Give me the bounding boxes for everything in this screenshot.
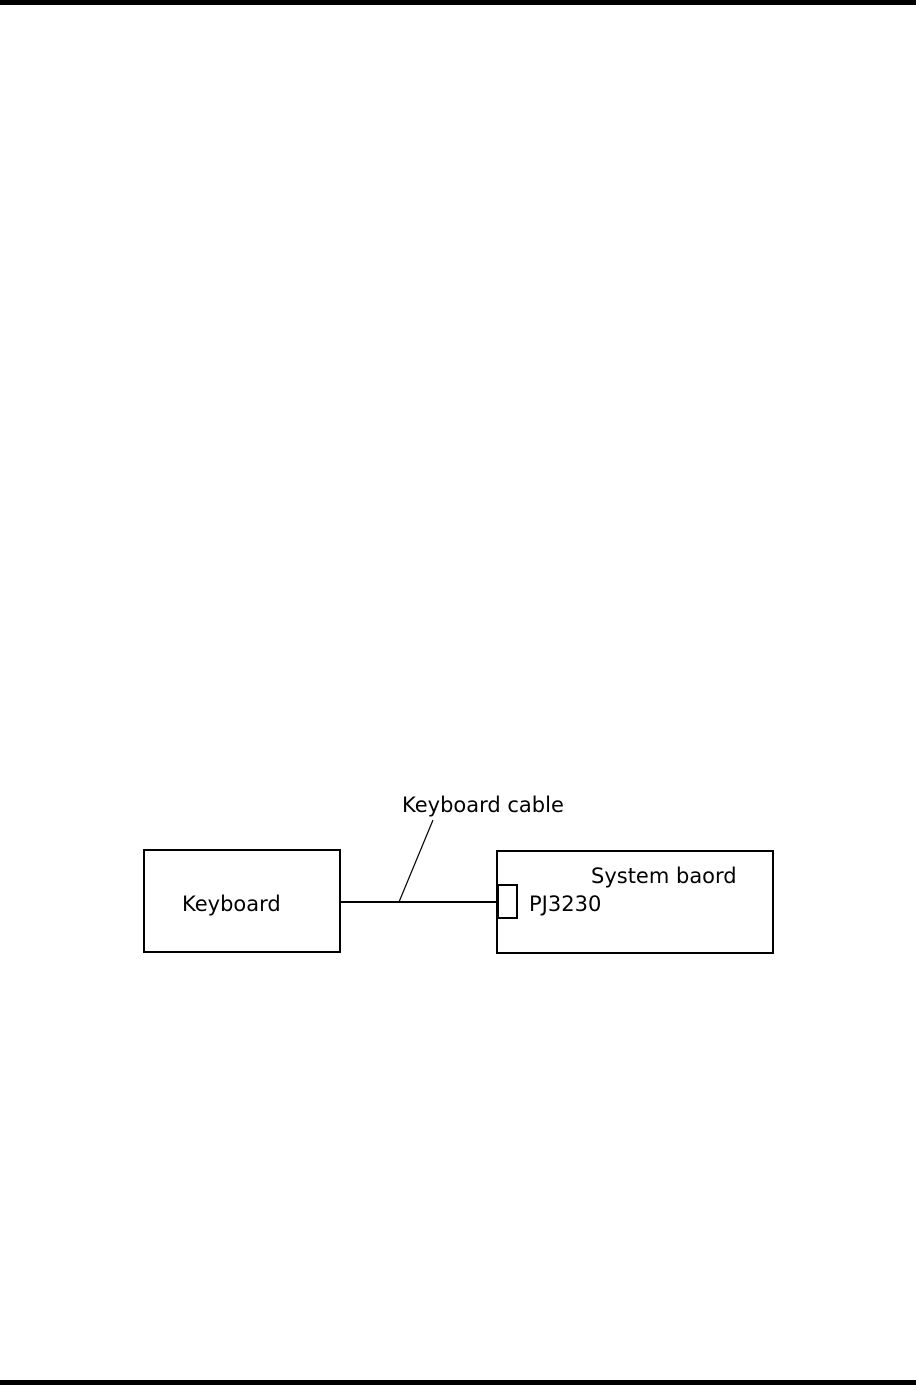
- page-bottom-rule: [0, 1380, 916, 1385]
- connector-label: PJ3230: [529, 892, 601, 916]
- cable-label: Keyboard cable: [402, 793, 564, 817]
- keyboard-label: Keyboard: [182, 892, 281, 916]
- system-board-label: System baord: [591, 864, 737, 888]
- cable-leader-line: [399, 820, 433, 902]
- connector-pj3230: [498, 885, 517, 918]
